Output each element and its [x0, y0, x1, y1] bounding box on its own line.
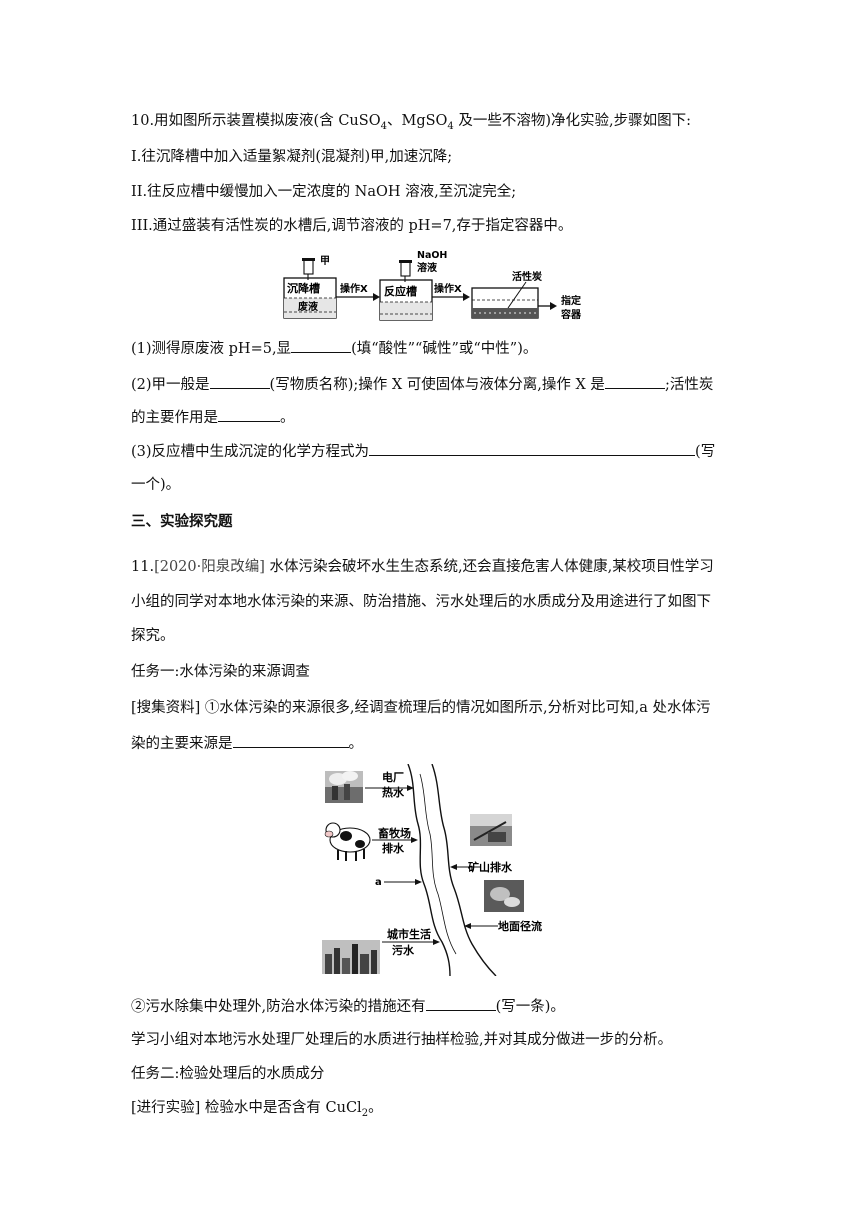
label-naoh: NaOH — [417, 250, 447, 261]
q11-line-2: 小组的同学对本地水体污染的来源、防治措施、污水处理后的水质成分及用途进行了如图下 — [131, 594, 711, 610]
answer-blank-2[interactable] — [209, 374, 270, 389]
q10-part-2-line-1: (2)甲一般是(写物质名称);操作 X 可使固体与液体分离,操作 X 是;活性炭 — [131, 374, 713, 395]
q10-stem: 10.用如图所示装置模拟废液(含 CuSO4、MgSO4 及一些不溶物)净化实验… — [131, 113, 692, 132]
city-image — [322, 940, 380, 974]
river-current-lines — [419, 773, 457, 955]
label-hot-water: 热水 — [382, 785, 405, 799]
section-title: 三、实验探究题 — [131, 514, 233, 530]
label-operation-x-2: 操作X — [434, 282, 462, 295]
purification-apparatus-diagram: 甲 沉降槽 废液 操作X NaOH 溶液 反应槽 操作X 活性炭 指定 容器 — [283, 250, 582, 321]
answer-blank-6[interactable] — [232, 733, 349, 748]
label-sewage: 污水 — [392, 943, 415, 957]
label-jia: 甲 — [320, 255, 330, 267]
q11-source-ref: [2020·阳泉改编] — [154, 559, 265, 575]
q11-collect-line-2: 染的主要来源是。 — [131, 733, 363, 754]
settling-tank — [283, 258, 337, 319]
label-mine-drainage: 矿山排水 — [468, 860, 513, 874]
q10-part-2-line-2: 的主要作用是。 — [131, 407, 295, 428]
label-designated: 指定 — [561, 294, 581, 307]
reaction-tank — [379, 260, 433, 321]
label-surface-runoff: 地面径流 — [498, 919, 542, 933]
label-drainage: 排水 — [382, 841, 405, 855]
arrow-operation-1 — [336, 293, 380, 301]
river-right-bank — [431, 764, 497, 976]
q10-step-1: I.往沉降槽中加入适量絮凝剂(混凝剂)甲,加速沉降; — [131, 149, 453, 165]
q11-sample-text: 学习小组对本地污水处理厂处理后的水质进行抽样检验,并对其成分做进一步的分析。 — [131, 1032, 673, 1048]
river-pollution-figure: 电厂 热水 畜牧场 排水 矿山排水 a 地面径流 — [322, 764, 542, 976]
label-point-a: a — [375, 877, 382, 888]
river-left-bank — [407, 764, 451, 976]
label-city-domestic: 城市生活 — [387, 927, 431, 941]
label-operation-x-1: 操作X — [340, 282, 368, 295]
answer-blank-1[interactable] — [291, 338, 352, 353]
q11-task-1: 任务一:水体污染的来源调查 — [131, 664, 310, 680]
label-power-plant: 电厂 — [382, 770, 404, 784]
answer-blank-4[interactable] — [218, 407, 280, 422]
q11-collect-line-1: [搜集资料] ①水体污染的来源很多,经调查梳理后的情况如图所示,分析对比可知,a… — [131, 700, 711, 716]
label-settling-tank: 沉降槽 — [287, 281, 320, 295]
q11-measure: ②污水除集中处理外,防治水体污染的措施还有(写一条)。 — [131, 996, 565, 1017]
cow-icon — [324, 822, 371, 861]
q10-part-1: (1)测得原废液 pH=5,显(填“酸性”“碱性”或“中性”)。 — [131, 338, 537, 359]
arrow-operation-2 — [432, 293, 470, 301]
label-activated-carbon: 活性炭 — [512, 270, 542, 283]
answer-blank-7[interactable] — [425, 996, 496, 1011]
activated-carbon-tank — [471, 281, 539, 319]
q10-part-3-line-1: (3)反应槽中生成沉淀的化学方程式为(写 — [131, 441, 715, 462]
label-livestock-farm: 畜牧场 — [378, 826, 411, 840]
q11-line-1: 11.[2020·阳泉改编] 水体污染会破坏水生生态系统,还会直接危害人体健康,… — [131, 559, 714, 575]
q10-step-2: II.往反应槽中缓慢加入一定浓度的 NaOH 溶液,至沉淀完全; — [131, 184, 517, 200]
label-container: 容器 — [560, 308, 582, 321]
label-waste-liquid: 废液 — [298, 300, 318, 313]
q11-experiment: [进行实验] 检验水中是否含有 CuCl2。 — [131, 1100, 383, 1119]
q11-task-2: 任务二:检验处理后的水质成分 — [131, 1066, 325, 1082]
arrow-to-container — [538, 302, 557, 310]
q11-line-3: 探究。 — [131, 628, 175, 644]
label-naoh-solution: 溶液 — [417, 261, 437, 274]
answer-blank-3[interactable] — [604, 374, 665, 389]
q10-part-3-line-2: 一个)。 — [131, 477, 181, 493]
q10-step-3: III.通过盛装有活性炭的水槽后,调节溶液的 pH=7,存于指定容器中。 — [131, 218, 573, 234]
answer-blank-5[interactable] — [369, 441, 696, 456]
label-reaction-tank: 反应槽 — [384, 284, 417, 298]
power-plant-image — [325, 771, 363, 803]
runoff-image — [484, 880, 524, 912]
mine-image — [470, 814, 512, 846]
